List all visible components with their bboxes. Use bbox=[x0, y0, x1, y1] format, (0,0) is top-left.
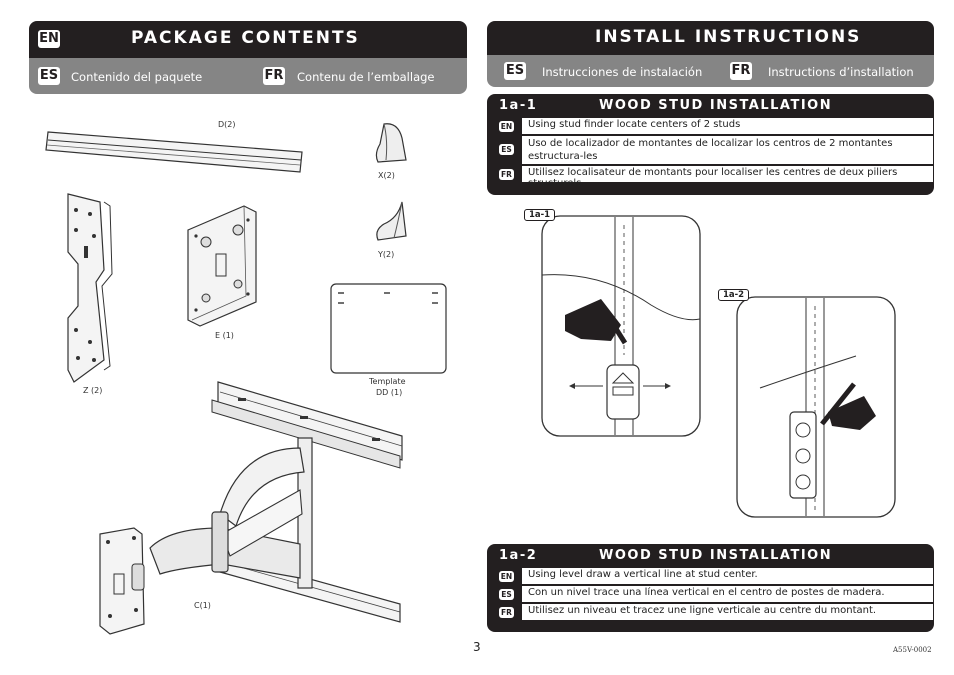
part-z-bracket bbox=[67, 193, 113, 383]
instruction-text: Using level draw a vertical line at stud… bbox=[528, 569, 758, 580]
en-flag: EN bbox=[38, 30, 60, 48]
step-1a-1-panel: 1a-1 WOOD STUD INSTALLATION Using stud f… bbox=[487, 94, 934, 195]
instruction-text: Con un nivel trace una línea vertical en… bbox=[528, 587, 885, 598]
es-flag: ES bbox=[499, 589, 514, 600]
step-heading: WOOD STUD INSTALLATION bbox=[599, 98, 833, 113]
fr-flag: FR bbox=[499, 607, 514, 618]
instruction-row-en: Using stud finder locate centers of 2 st… bbox=[522, 118, 933, 134]
en-flag: EN bbox=[499, 571, 514, 582]
fr-subtitle: Contenu de l’emballage bbox=[297, 70, 435, 84]
instruction-row-fr: Utilisez un niveau et tracez une ligne v… bbox=[522, 604, 933, 620]
part-c-label: C(1) bbox=[194, 601, 211, 610]
es-subtitle: Contenido del paquete bbox=[71, 70, 203, 84]
install-instructions-subheader: ES Instrucciones de instalación FR Instr… bbox=[487, 55, 934, 87]
figure-1a-2-level bbox=[736, 296, 896, 518]
instruction-text: Utilisez un niveau et tracez une ligne v… bbox=[528, 605, 877, 616]
fr-subtitle: Instructions d’installation bbox=[768, 65, 914, 79]
instruction-row-en: Using level draw a vertical line at stud… bbox=[522, 568, 933, 584]
instruction-row-es: Uso de localizador de montantes de local… bbox=[522, 136, 933, 164]
part-c-arm-assembly bbox=[99, 381, 403, 635]
es-flag: ES bbox=[504, 62, 526, 80]
install-instructions-header: INSTALL INSTRUCTIONS bbox=[487, 21, 934, 55]
step-number: 1a-1 bbox=[499, 98, 538, 113]
es-flag: ES bbox=[499, 144, 514, 155]
figure-tag-1a-1: 1a-1 bbox=[524, 209, 556, 221]
fr-flag: FR bbox=[499, 169, 514, 180]
en-flag: EN bbox=[499, 121, 514, 132]
fr-flag: FR bbox=[730, 62, 752, 80]
fr-flag: FR bbox=[263, 67, 285, 85]
part-d-label: D(2) bbox=[218, 120, 236, 129]
part-e-plate bbox=[187, 205, 257, 327]
step-1a-2-panel: 1a-2 WOOD STUD INSTALLATION Using level … bbox=[487, 544, 934, 632]
template-label: Template bbox=[369, 377, 406, 386]
package-contents-subheader: ES Contenido del paquete FR Contenu de l… bbox=[29, 58, 467, 94]
step-number: 1a-2 bbox=[499, 548, 538, 563]
page-title: PACKAGE CONTENTS bbox=[131, 28, 360, 48]
instruction-text: Uso de localizador de montantes de local… bbox=[528, 138, 893, 162]
instruction-row-es: Con un nivel trace una línea vertical en… bbox=[522, 586, 933, 602]
part-x-spacer bbox=[375, 123, 407, 163]
es-subtitle: Instrucciones de instalación bbox=[542, 65, 703, 79]
part-e-label: E (1) bbox=[215, 331, 234, 340]
instruction-row-fr: Utilisez localisateur de montants pour l… bbox=[522, 166, 933, 189]
page-number: 3 bbox=[473, 640, 481, 654]
figure-1a-1-stud-finder bbox=[541, 215, 701, 437]
instruction-text: Utilisez localisateur de montants pour l… bbox=[528, 167, 898, 189]
template-dd bbox=[330, 283, 447, 374]
package-contents-header: EN PACKAGE CONTENTS bbox=[29, 21, 467, 58]
figure-tag-1a-2: 1a-2 bbox=[718, 289, 750, 301]
part-y-label: Y(2) bbox=[378, 250, 395, 259]
part-z-label: Z (2) bbox=[83, 386, 103, 395]
document-code: A55V-0002 bbox=[893, 646, 932, 654]
part-y-spacer bbox=[376, 201, 407, 241]
instruction-text: Using stud finder locate centers of 2 st… bbox=[528, 119, 741, 130]
es-flag: ES bbox=[38, 67, 60, 85]
install-title: INSTALL INSTRUCTIONS bbox=[595, 27, 862, 47]
step-heading: WOOD STUD INSTALLATION bbox=[599, 548, 833, 563]
part-d-rail bbox=[45, 131, 303, 173]
part-x-label: X(2) bbox=[378, 171, 395, 180]
template-dd-label: DD (1) bbox=[376, 388, 403, 397]
